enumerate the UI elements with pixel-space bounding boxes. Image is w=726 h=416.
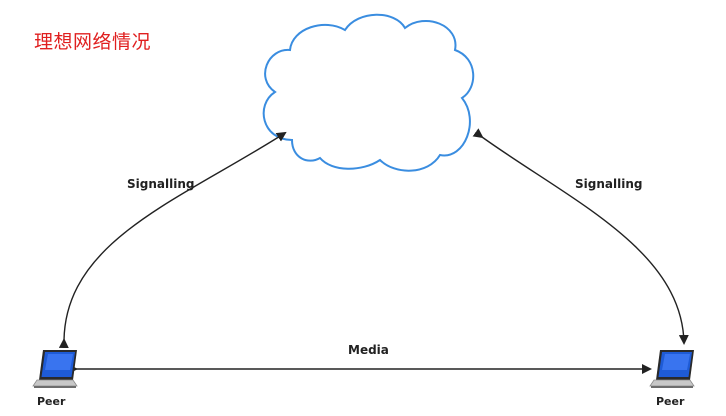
signalling-left-arrow [58, 131, 287, 349]
page-title: 理想网络情况 [34, 31, 152, 53]
peer-right-label: Peer [656, 395, 685, 408]
peer-left-label: Peer [37, 395, 66, 408]
signalling-left-label: Signalling [127, 177, 195, 191]
signalling-right-label: Signalling [575, 177, 643, 191]
laptop-icon [32, 350, 78, 388]
signalling-right-arrow [472, 128, 689, 345]
media-label: Media [348, 343, 389, 357]
laptop-icon [649, 350, 695, 388]
cloud-icon [262, 13, 475, 172]
